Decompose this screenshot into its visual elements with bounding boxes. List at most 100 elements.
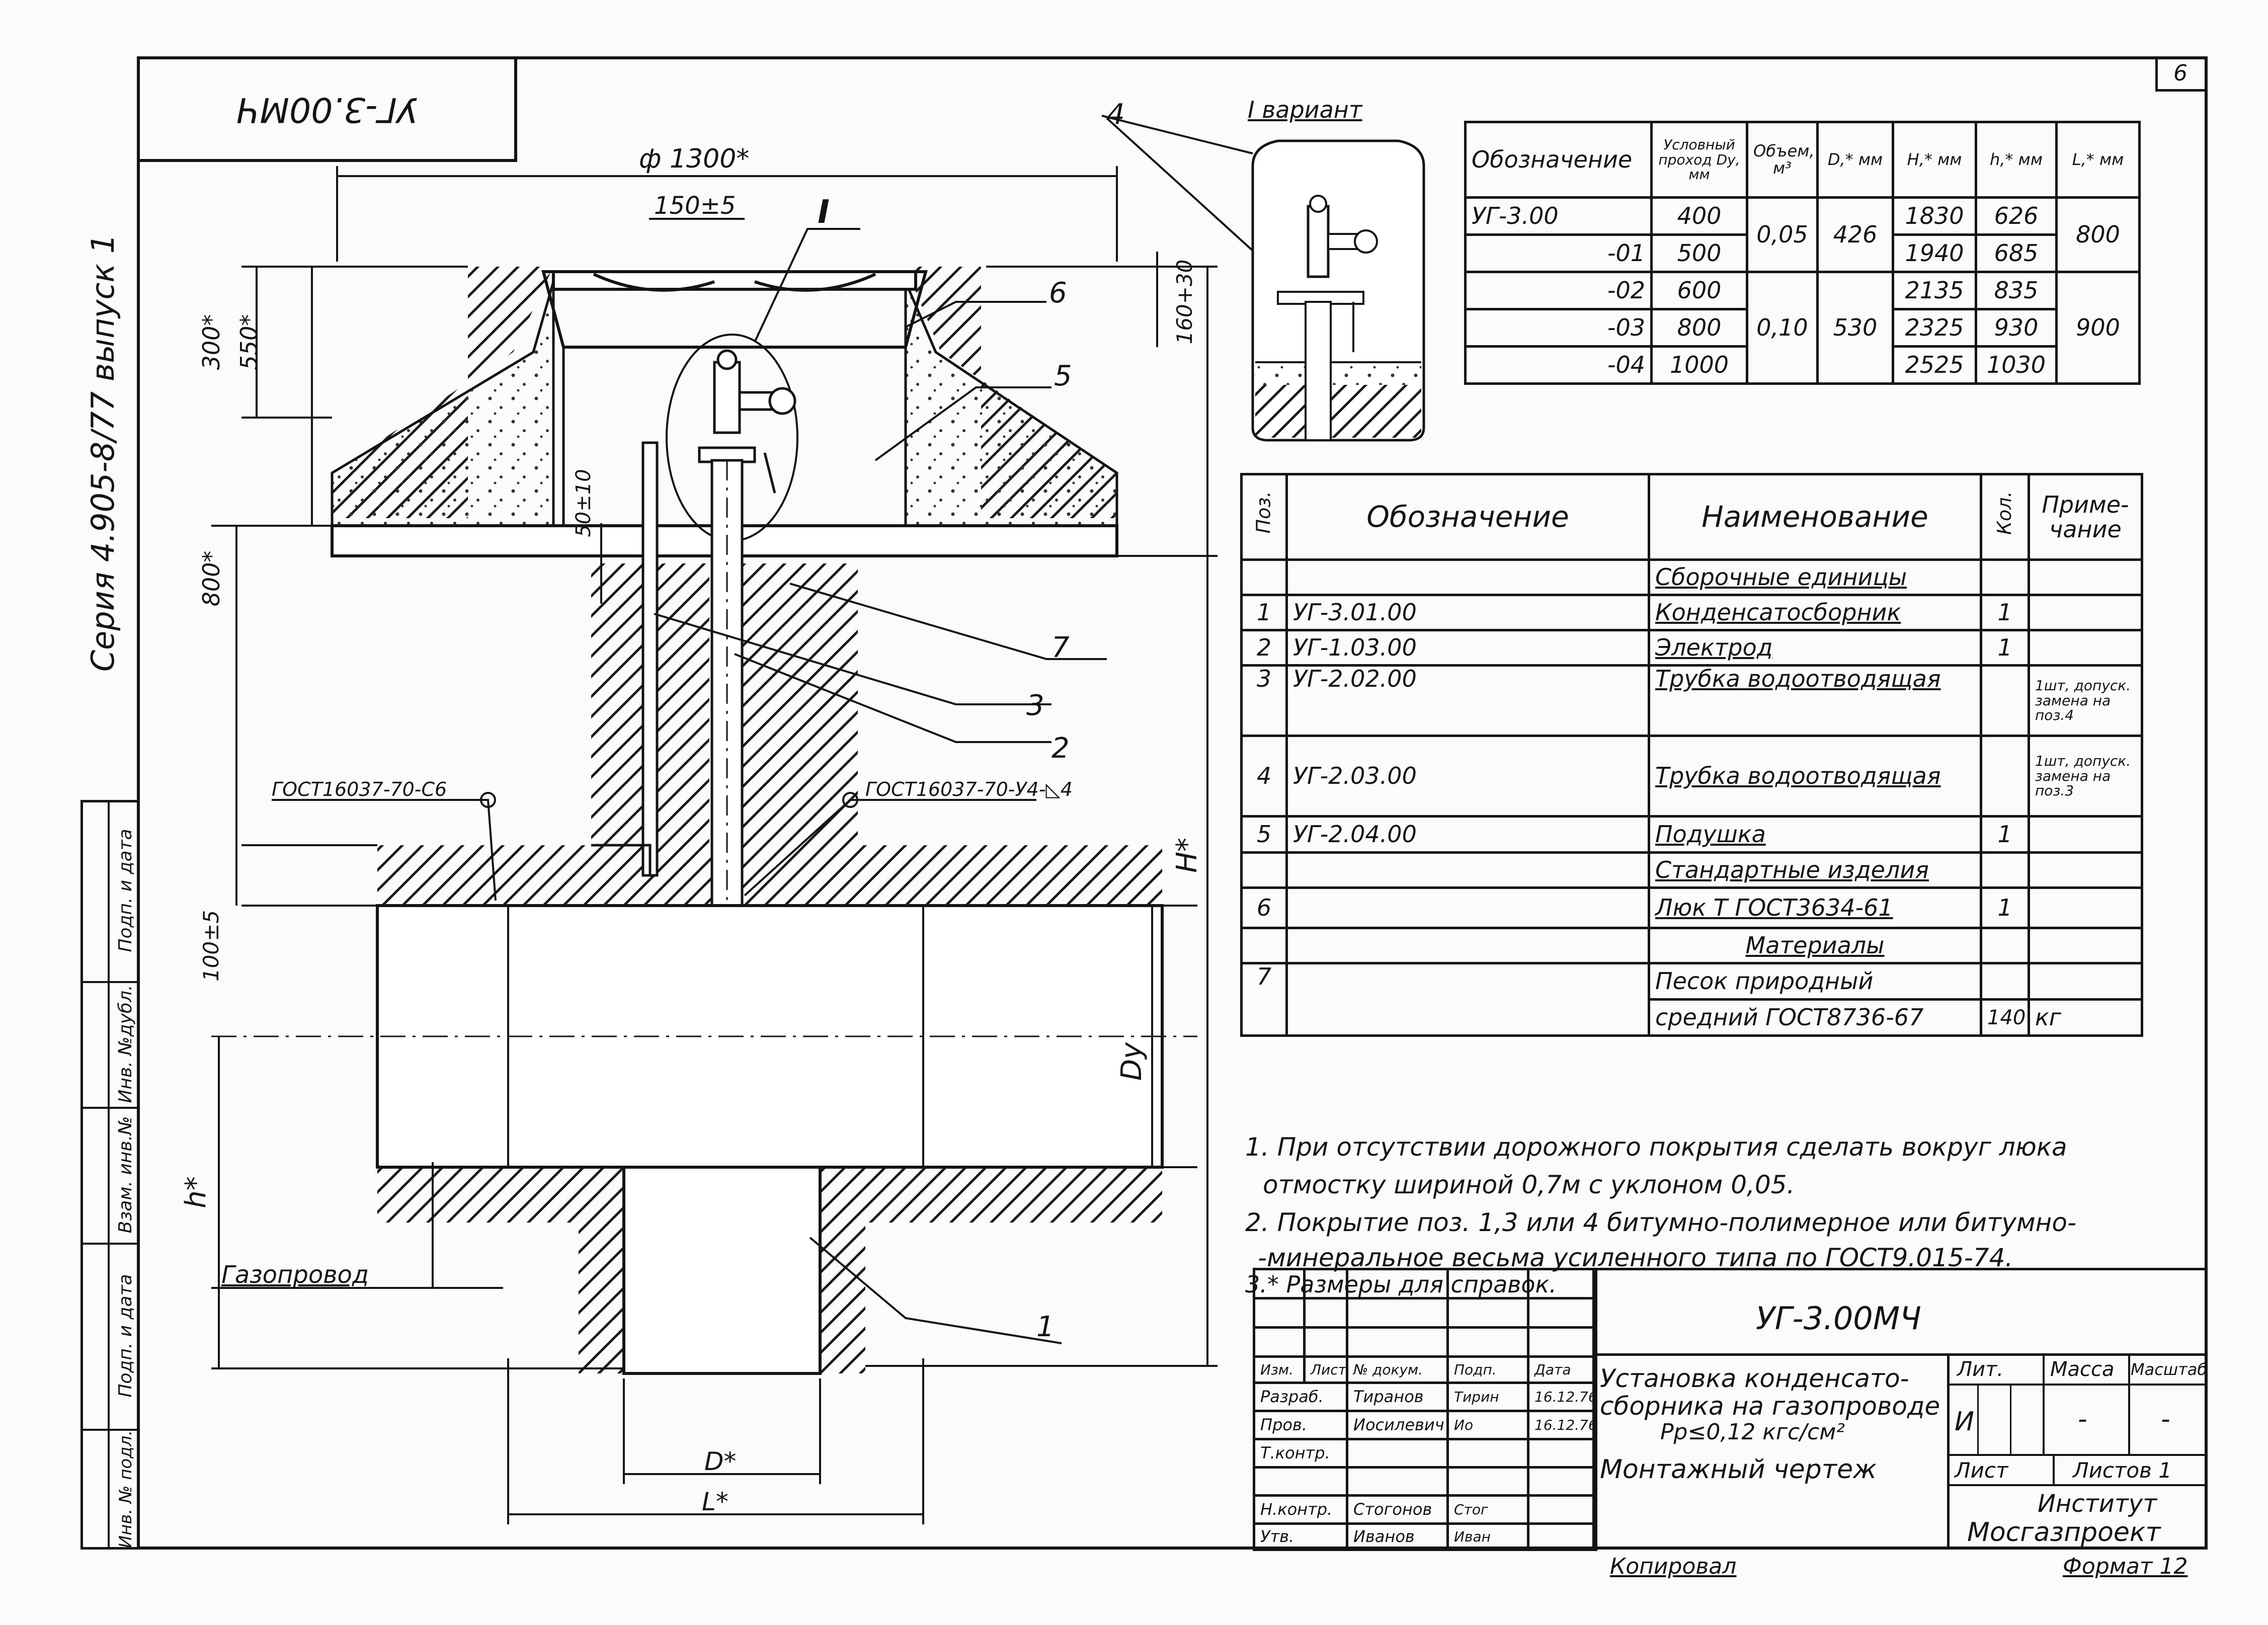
- dims-cell: УГ-3.00: [1464, 196, 1653, 236]
- dim-dy: Dу: [1115, 1042, 1148, 1081]
- sig-cell: [1346, 1326, 1449, 1358]
- concrete-cushion: [331, 281, 555, 527]
- spec-cell: [1285, 851, 1650, 889]
- spec-cell: [1980, 664, 2030, 737]
- sig-name: Иосилевич: [1346, 1410, 1449, 1440]
- sig-cell: [1253, 1326, 1306, 1358]
- table-row: 2 УГ-1.03.00 Электрод 1: [1240, 629, 2143, 667]
- spec-header-qty-text: Кол.: [1993, 491, 2016, 535]
- lit-row-divider: [1947, 1454, 2208, 1456]
- spec-cell: Трубка водоотводящая: [1648, 735, 1982, 818]
- weld-symbol-left: ГОСТ16037-70-С6: [272, 778, 447, 800]
- table-row: -03 800 2325 930: [1464, 308, 2140, 348]
- spec-cell: [2028, 886, 2143, 929]
- dims-cell: 1000: [1650, 345, 1748, 385]
- table-row: Утв. Иванов Иван: [1253, 1522, 1597, 1551]
- variant-i-inset: [1251, 139, 1425, 442]
- dims-cell: 685: [1975, 233, 2058, 273]
- lit-label: Лит.: [1957, 1358, 2004, 1381]
- sig-cell: [1446, 1326, 1529, 1358]
- spec-cell: [2028, 594, 2143, 631]
- lit-col-divider: [2128, 1353, 2130, 1454]
- table-row: 4 УГ-2.03.00 Трубка водоотводящая 1шт, д…: [1240, 735, 2143, 818]
- spec-header-pos-text: Поз.: [1252, 491, 1275, 533]
- dims-header: D,* мм: [1816, 121, 1894, 199]
- spec-cell: Песок природный: [1648, 962, 1982, 1001]
- sig-sign: Тирин: [1446, 1382, 1529, 1412]
- sig-cell: [1446, 1268, 1529, 1299]
- sig-sign: Ио: [1446, 1410, 1529, 1440]
- spec-cell: [1980, 962, 2030, 1001]
- table-row: 5 УГ-2.04.00 Подушка 1: [1240, 815, 2143, 854]
- table-row: 1 УГ-3.01.00 Конденсатосборник 1: [1240, 594, 2143, 631]
- sig-cell: [1446, 1297, 1529, 1329]
- sig-sign: Стог: [1446, 1494, 1529, 1525]
- spec-cell: УГ-1.03.00: [1285, 629, 1650, 667]
- table-row: -04 1000 2525 1030: [1464, 345, 2140, 385]
- sig-header: № докум.: [1346, 1355, 1449, 1384]
- dim-550: 550*: [235, 314, 263, 370]
- table-row: [1253, 1297, 1597, 1329]
- note-line: 1. При отсутствии дорожного покрытия сде…: [1245, 1132, 2067, 1162]
- dims-cell: 400: [1650, 196, 1748, 236]
- sig-date: 16.12.76: [1527, 1382, 1597, 1412]
- dims-cell: 835: [1975, 271, 2058, 310]
- sheet-format: Формат 12: [2063, 1554, 2188, 1579]
- sig-header: Подп.: [1446, 1355, 1529, 1384]
- spec-header-qty: Кол.: [1980, 473, 2030, 561]
- sig-cell: [1346, 1297, 1449, 1329]
- spec-cell: УГ-2.02.00: [1285, 664, 1650, 737]
- sig-cell: [1303, 1297, 1348, 1329]
- sig-cell: [1253, 1297, 1306, 1329]
- dims-header: L,* мм: [2055, 121, 2141, 199]
- table-row: -02 600 0,10 530 2135 835 900: [1464, 271, 2141, 385]
- sig-header: Лист: [1303, 1355, 1348, 1384]
- scale-label: Масштаб: [2131, 1360, 2208, 1379]
- title-block-signatures: Изм. Лист № докум. Подп. Дата Разраб. Ти…: [1253, 1268, 1597, 1551]
- dims-cell: 930: [1975, 308, 2058, 348]
- dims-header: h,* мм: [1975, 121, 2058, 199]
- weld-symbol-right: ГОСТ16037-70-У4-◺4: [865, 778, 1073, 800]
- dim-300: 300*: [198, 314, 225, 370]
- dims-header: Объем, м³: [1746, 121, 1819, 199]
- spec-header-note: Приме-чание: [2028, 473, 2143, 561]
- sheet-label: Лист: [1955, 1458, 2008, 1483]
- sig-role: Пров.: [1253, 1410, 1348, 1440]
- callout-6: 6: [1049, 277, 1067, 309]
- manhole-hatch: [541, 270, 928, 349]
- sheet-col-divider: [2053, 1454, 2055, 1484]
- table-row: Материалы: [1240, 927, 2143, 964]
- callout-4: 4: [1107, 98, 1125, 131]
- table-row: [1253, 1268, 1597, 1299]
- callout-1: 1: [1036, 1311, 1055, 1343]
- spec-cell: [2028, 558, 2143, 596]
- table-row: 6 Люк Т ГОСТ3634-61 1: [1240, 886, 2143, 929]
- sig-cell: [1527, 1297, 1597, 1329]
- lit-row-divider: [1947, 1384, 2208, 1386]
- callout-2: 2: [1051, 732, 1070, 765]
- spec-section: Материалы: [1648, 927, 1982, 964]
- spec-cell: 5: [1240, 815, 1288, 854]
- pipe-label: Газопровод: [221, 1261, 369, 1289]
- lit-col-divider: [2043, 1353, 2045, 1454]
- table-row: Пров. Иосилевич Ио 16.12.76: [1253, 1410, 1597, 1440]
- sig-date: [1527, 1522, 1597, 1551]
- dim-h-big: H*: [1171, 837, 1203, 873]
- spec-cell: УГ-2.03.00: [1285, 735, 1650, 818]
- sig-cell: [1527, 1268, 1597, 1299]
- dim-50: 50±10: [572, 469, 595, 537]
- scale-value: -: [2161, 1404, 2170, 1434]
- dims-header: H,* мм: [1892, 121, 1977, 199]
- spec-cell: Электрод: [1648, 629, 1982, 667]
- spec-cell: 6: [1240, 886, 1288, 929]
- sheet-number-box: [2155, 56, 2208, 92]
- variant-title: I вариант: [1248, 96, 1362, 123]
- sig-role: Т.контр.: [1253, 1438, 1348, 1469]
- spec-cell: 1: [1980, 629, 2030, 667]
- title-block: Изм. Лист № докум. Подп. Дата Разраб. Ти…: [1253, 1268, 2208, 1551]
- note-line: отмостку шириной 0,7м с уклоном 0,05.: [1263, 1170, 1795, 1199]
- dimension-lines: [211, 166, 1218, 1524]
- callout-3: 3: [1026, 689, 1044, 722]
- spec-cell: [2028, 815, 2143, 854]
- dims-header: Обозначение: [1464, 121, 1653, 199]
